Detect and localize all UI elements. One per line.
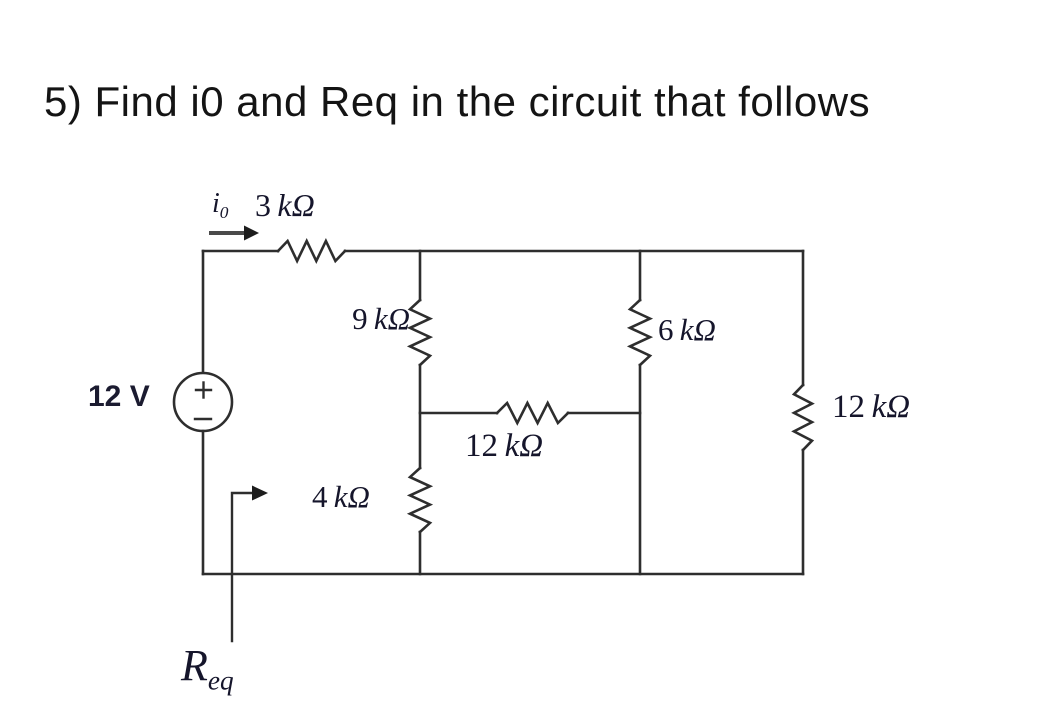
resistor-label-12k-middle: 12 kΩ: [465, 428, 544, 464]
resistor-label-9k: 9 kΩ: [352, 301, 410, 336]
resistor-12k-right: [791, 383, 815, 452]
current-arrowhead: [244, 225, 259, 241]
voltage-source-label: 12 V: [88, 380, 150, 413]
resistor-label-6k: 6 kΩ: [658, 312, 716, 347]
problem-title: 5) Find i0 and Req in the circuit that f…: [44, 78, 871, 125]
resistor-4k: [406, 466, 434, 534]
req-arrowhead: [252, 485, 268, 501]
req-label: Req: [181, 641, 234, 696]
resistor-12k-mid: [495, 400, 570, 426]
req-arrow: [230, 485, 268, 643]
voltage-source-polarity: [193, 381, 213, 421]
resistor-3k: [276, 237, 347, 265]
resistor-label-3k: 3 kΩ: [255, 187, 315, 223]
resistor-6k: [626, 298, 654, 367]
current-label-i0: i0: [212, 188, 229, 223]
resistor-9k: [406, 298, 434, 367]
current-arrow-i0: [209, 225, 259, 241]
resistor-label-4k: 4 kΩ: [312, 479, 370, 514]
resistor-label-12k-right: 12 kΩ: [832, 389, 911, 425]
req-arrow-shaft: [230, 491, 254, 643]
